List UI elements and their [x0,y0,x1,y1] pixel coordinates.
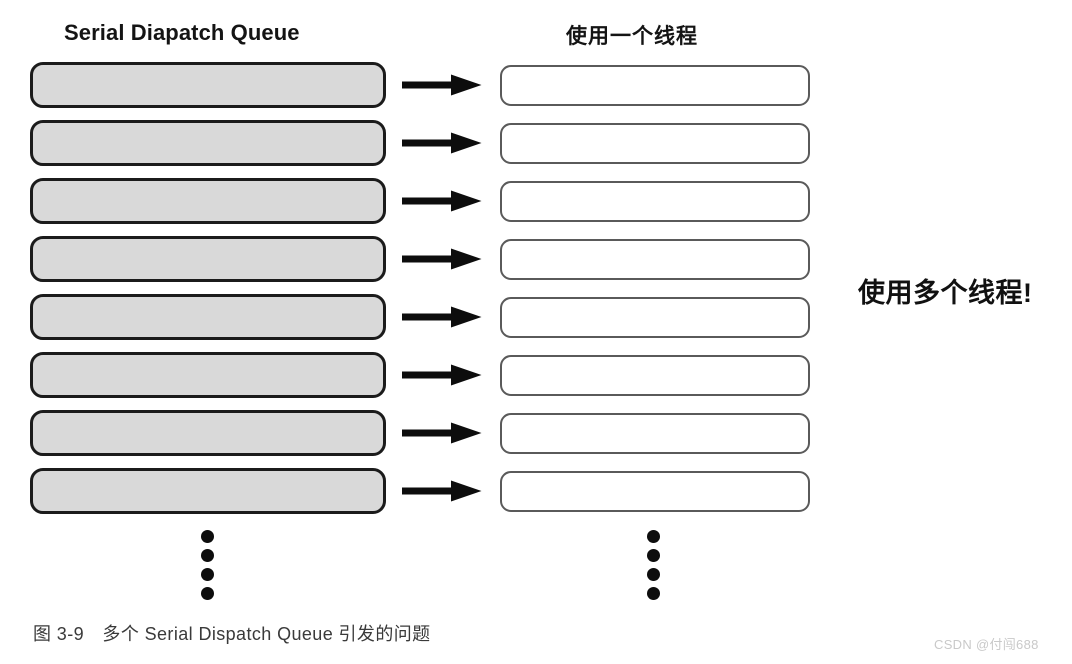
right-arrow-icon [402,480,482,502]
right-arrow-icon [402,190,482,212]
serial-dispatch-queue-box [30,120,386,166]
serial-dispatch-queue-box [30,294,386,340]
right-arrow-icon [402,306,482,328]
ellipsis-dot-icon [647,568,660,581]
queue-row [0,352,1072,398]
queue-row [0,410,1072,456]
serial-dispatch-queue-box [30,236,386,282]
thread-box [500,471,810,512]
serial-dispatch-queue-box [30,352,386,398]
right-arrow-icon [402,422,482,444]
ellipsis-dot-icon [201,568,214,581]
thread-box [500,297,810,338]
ellipsis-dots-right [647,530,661,606]
column-header-serial-dispatch-queue: Serial Diapatch Queue [64,20,300,45]
queue-row [0,294,1072,340]
thread-box [500,239,810,280]
serial-dispatch-queue-box [30,178,386,224]
column-header-single-thread: 使用一个线程 [566,25,698,48]
queue-row [0,120,1072,166]
figure-caption: 图 3-9 多个 Serial Dispatch Queue 引发的问题 [33,624,431,644]
ellipsis-dots-left [201,530,215,606]
queue-row [0,62,1072,108]
thread-box [500,65,810,106]
queue-row [0,236,1072,282]
queue-row [0,178,1072,224]
right-arrow-icon [402,248,482,270]
ellipsis-dot-icon [647,587,660,600]
serial-dispatch-queue-box [30,410,386,456]
right-arrow-icon [402,74,482,96]
serial-dispatch-queue-box [30,468,386,514]
right-arrow-icon [402,132,482,154]
ellipsis-dot-icon [647,530,660,543]
thread-box [500,123,810,164]
watermark: CSDN @付闯688 [934,637,1039,652]
thread-box [500,413,810,454]
thread-box [500,181,810,222]
thread-box [500,355,810,396]
right-arrow-icon [402,364,482,386]
ellipsis-dot-icon [201,530,214,543]
ellipsis-dot-icon [201,549,214,562]
ellipsis-dot-icon [647,549,660,562]
serial-dispatch-queue-box [30,62,386,108]
annotation-multiple-threads: 使用多个线程! [858,278,1033,308]
queue-row [0,468,1072,514]
ellipsis-dot-icon [201,587,214,600]
